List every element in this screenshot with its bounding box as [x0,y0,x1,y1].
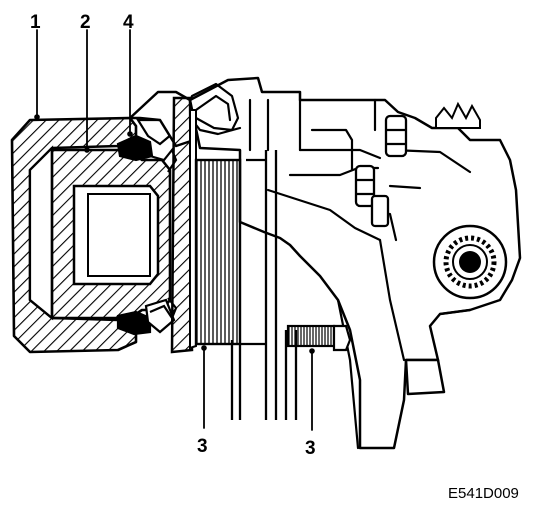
threaded-bore [432,224,508,300]
callout-3-outer-pad: 3 [305,438,316,459]
caliper-carrier-body [188,76,522,450]
figure-code: E541D009 [448,485,519,502]
callout-3-inner-pad: 3 [197,436,208,457]
brake-pad-lining-inner [194,158,242,346]
callout-1: 1 [30,12,41,33]
mounting-bolt-heads [354,114,408,228]
caliper-piston [50,148,172,320]
brake-pad-lining-outer [286,324,352,352]
carrier-detail-lines [248,98,472,450]
brake-pad-backing-plate [170,96,197,354]
guide-pin-serrations [435,101,481,129]
callout-2: 2 [80,12,91,33]
callout-leader-dots [34,114,315,354]
callout-leader-lines [36,29,313,431]
callout-4: 4 [123,12,134,33]
